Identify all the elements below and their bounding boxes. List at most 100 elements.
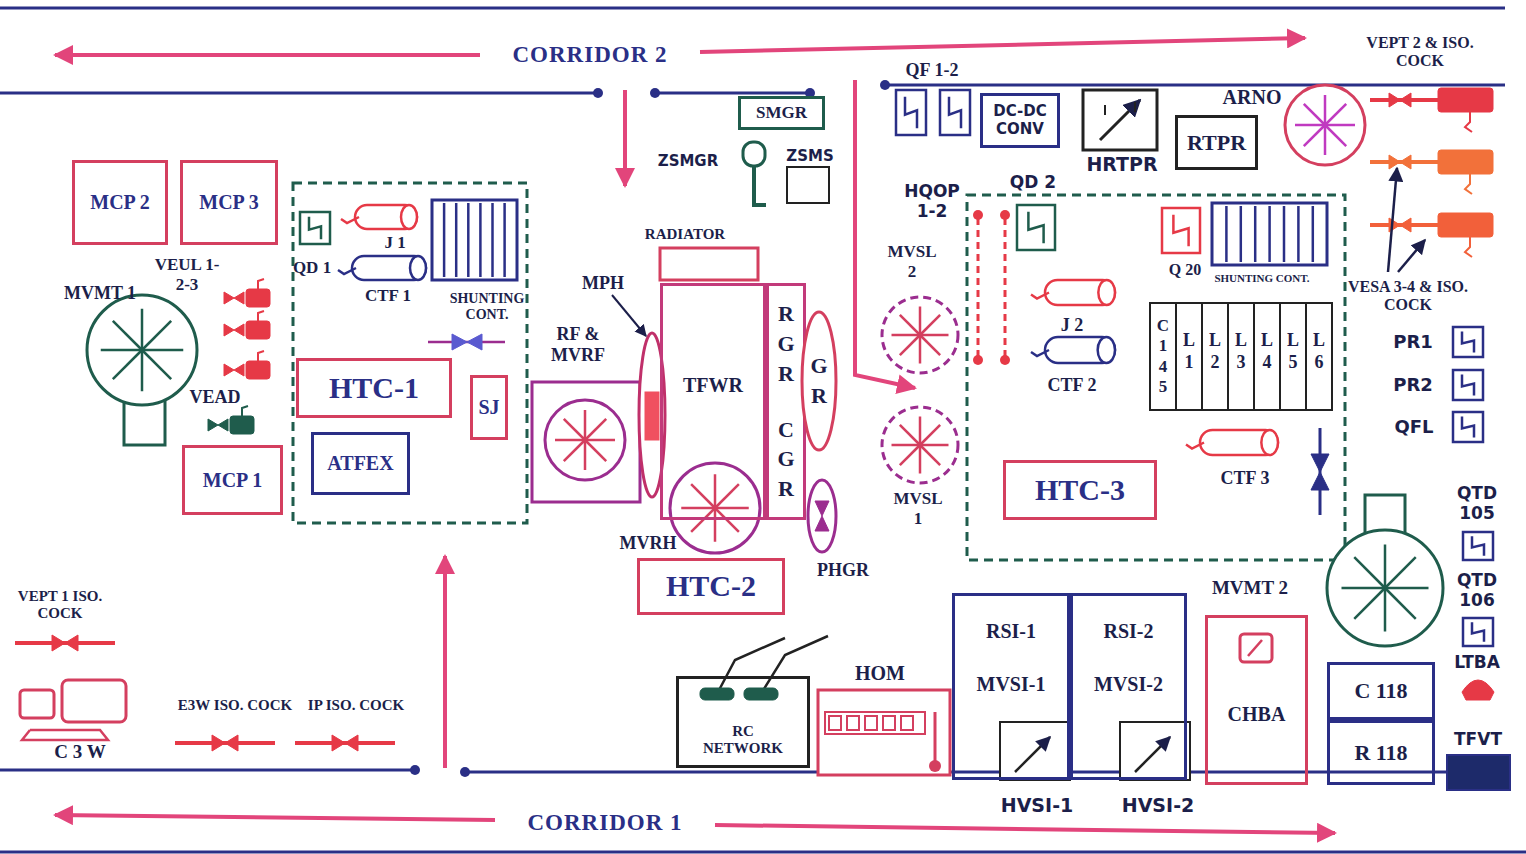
node-text: SMGR <box>756 103 807 123</box>
part-label: HOM <box>855 662 905 685</box>
part-label: HVSI-2 <box>1122 795 1194 817</box>
fan-blade <box>113 350 142 379</box>
node-text: RTPR <box>1187 130 1246 155</box>
fan-blade <box>920 445 940 465</box>
valve-symbol <box>332 735 358 751</box>
fan-blade <box>142 350 171 379</box>
hom-cell <box>829 716 841 730</box>
fan-blade <box>892 444 921 447</box>
fan-blade <box>1384 545 1387 589</box>
fan-blade <box>1324 95 1327 125</box>
equipment-box: C 118 <box>1327 662 1435 720</box>
table-rule <box>1175 303 1177 410</box>
fan-blade <box>1384 588 1387 632</box>
hom-cell <box>847 716 859 730</box>
cylinder-end <box>401 205 417 229</box>
fan-blade <box>1325 124 1355 127</box>
equipment-box: ATFEX <box>311 432 410 495</box>
wall-dot <box>880 80 890 90</box>
contactor-bar <box>1312 206 1315 262</box>
fan-blade <box>715 507 749 510</box>
fan-ring <box>1285 85 1365 165</box>
corridor-wall <box>655 92 810 95</box>
fan-blade <box>900 315 920 335</box>
fan-ring <box>882 297 958 373</box>
part-label: VEPT 2 & ISO. COCK <box>1355 34 1485 71</box>
part-label: IP ISO. COCK <box>296 697 416 714</box>
table-rule <box>1253 303 1255 410</box>
leader-line <box>1388 168 1397 272</box>
node-text: RSI-1 <box>986 620 1036 643</box>
valve-symbol <box>452 334 482 350</box>
part-label: LTBA <box>1454 653 1500 673</box>
blower-housing <box>532 382 640 502</box>
fan-blade <box>1354 588 1385 619</box>
fan-ring <box>545 400 625 480</box>
shunting-contactor <box>432 200 517 280</box>
fan-blade <box>555 439 585 442</box>
fan-blade <box>920 315 940 335</box>
part-label: TFVT <box>1454 730 1502 750</box>
cylinder-body <box>1200 430 1278 455</box>
meter-scale <box>1134 102 1136 112</box>
node-text: C 118 <box>1354 678 1407 703</box>
hom-panel <box>825 712 925 734</box>
part-label: QFL <box>1394 417 1433 438</box>
walk-arrow <box>443 556 447 768</box>
node-text: MCP 1 <box>203 469 262 492</box>
fan-blade <box>564 419 585 440</box>
switch-box <box>1463 532 1493 560</box>
switch-box <box>1463 618 1493 646</box>
equipment-box: RSI-1MVSI-1 <box>952 593 1070 780</box>
part-label: SHUNTING CONT. <box>437 291 537 323</box>
switch-contact <box>1472 536 1484 556</box>
fan-blade <box>142 321 171 350</box>
oval-outline-shape <box>802 312 836 450</box>
equipment-box: SJ <box>470 375 508 440</box>
node-text: R 118 <box>1354 740 1407 765</box>
fan-blade <box>1385 587 1429 590</box>
wall-dot <box>460 767 470 777</box>
hvsi-switch <box>1000 722 1070 780</box>
contactor-bar <box>1268 206 1271 262</box>
part-label: Q 20 <box>1169 261 1201 279</box>
part-label: VESA 3-4 & ISO. COCK <box>1343 278 1473 315</box>
fan-blade <box>584 440 587 470</box>
cylinder-tail <box>341 217 359 223</box>
table-cell: L 1 <box>1180 330 1198 373</box>
contactor-bar <box>467 203 470 277</box>
node-text: TFWR <box>683 374 743 397</box>
walk-arrow <box>715 825 1335 833</box>
cylinder-body <box>352 256 426 280</box>
corridor-wall <box>0 7 1505 10</box>
switch-box <box>1453 412 1483 442</box>
monitor <box>62 680 126 722</box>
node-text: R G R <box>775 299 797 388</box>
fan-blade <box>1325 104 1346 125</box>
node-text: G R <box>808 351 830 410</box>
cylinder-tail <box>338 268 356 274</box>
valve-symbol <box>208 419 228 431</box>
fan-blade <box>920 444 949 447</box>
cylinder-body <box>355 205 417 229</box>
node-text: HTC-3 <box>1035 473 1125 508</box>
switch-contact <box>1028 212 1043 244</box>
valve-symbol <box>52 635 78 651</box>
valve-symbol <box>1389 93 1411 107</box>
cylinder-body <box>1045 280 1115 305</box>
part-label: QF 1-2 <box>906 60 959 81</box>
rc-terminal <box>744 688 778 700</box>
fan-blade <box>900 445 920 465</box>
fan-blade <box>919 445 922 474</box>
cock-handle <box>258 351 264 361</box>
contactor-bar <box>443 203 446 277</box>
part-label: HQOP 1-2 <box>897 182 967 221</box>
cubicle-box: HTC-1 <box>296 358 452 418</box>
hom-cell <box>865 716 877 730</box>
part-label: QTD 105 <box>1447 484 1507 523</box>
fan-blade <box>1324 125 1327 155</box>
cock-body <box>1438 88 1493 112</box>
node-text: MCP 2 <box>90 191 149 214</box>
table-rule <box>1305 303 1307 410</box>
